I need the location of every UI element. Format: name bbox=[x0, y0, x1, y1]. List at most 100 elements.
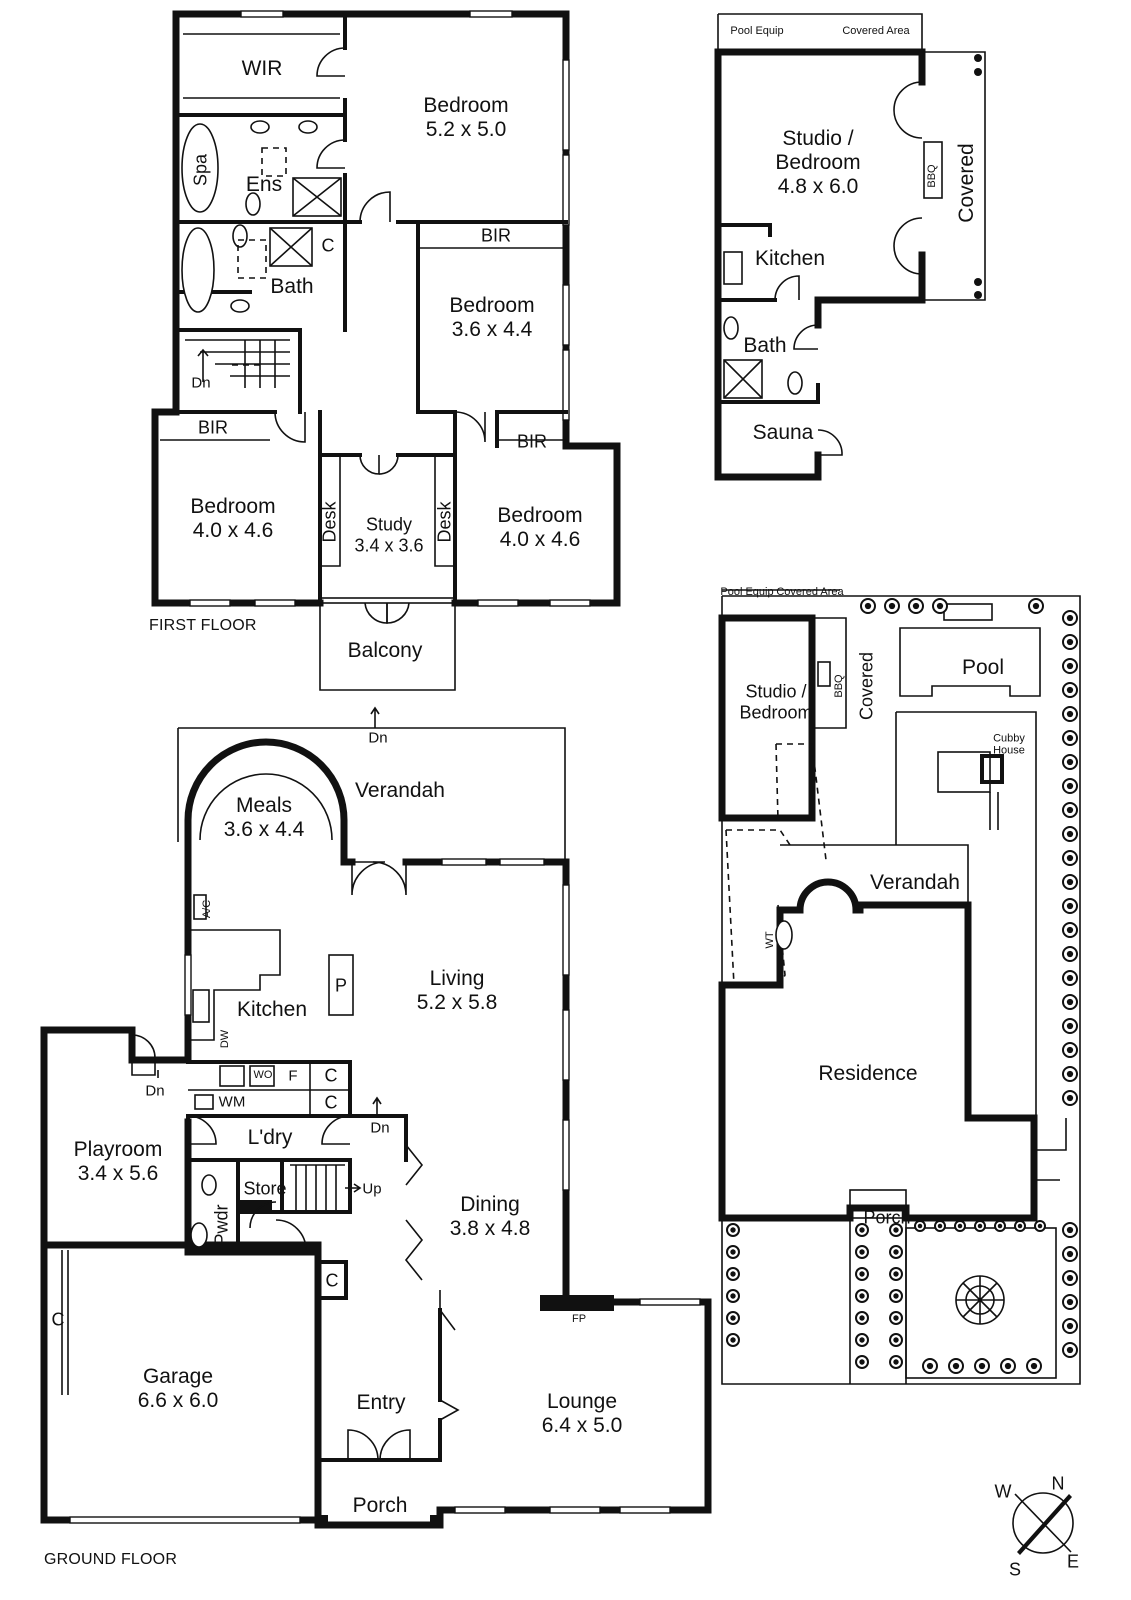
room-wir-label: WIR bbox=[241, 56, 283, 80]
hedge-tree-center bbox=[926, 1362, 934, 1370]
fireplace-label: FP bbox=[571, 1313, 587, 1326]
room-sauna-label: Sauna bbox=[752, 420, 814, 444]
hedge-tree-center bbox=[1066, 998, 1074, 1006]
room-porch-label: Porch bbox=[352, 1493, 408, 1517]
room-name: Bedroom bbox=[449, 293, 535, 317]
hedge-tree-center bbox=[864, 602, 872, 610]
toilet-icon bbox=[190, 1222, 208, 1248]
room-size: 6.6 x 6.0 bbox=[137, 1389, 219, 1412]
hedge-tree-center bbox=[1066, 1298, 1074, 1306]
bbq-icon bbox=[817, 661, 831, 687]
room-size: 3.6 x 4.4 bbox=[223, 818, 305, 841]
room-name: Studio / bbox=[745, 681, 807, 702]
window bbox=[240, 10, 284, 18]
hedge-tree-center bbox=[1066, 614, 1074, 622]
room-name: Bedroom bbox=[497, 503, 583, 527]
hedge-tree-center bbox=[859, 1271, 865, 1277]
hedge-tree-center bbox=[977, 1223, 983, 1229]
hedge-tree-center bbox=[859, 1227, 865, 1233]
hedge-tree-center bbox=[893, 1315, 899, 1321]
hedge-tree-center bbox=[1030, 1362, 1038, 1370]
covered-area-label: Covered Area bbox=[842, 25, 910, 38]
room-size: 4.8 x 6.0 bbox=[777, 175, 859, 199]
basin-icon bbox=[230, 299, 250, 313]
dishwasher-label: DW bbox=[219, 1029, 232, 1049]
room-name: Playroom bbox=[73, 1137, 163, 1161]
stairs-down-label: Dn bbox=[145, 1082, 165, 1100]
hedge-tree-center bbox=[1066, 758, 1074, 766]
ground-floor-caption: GROUND FLOOR bbox=[44, 1551, 178, 1568]
room-size: 3.6 x 4.4 bbox=[451, 318, 533, 341]
hedge-tree-center bbox=[1066, 1226, 1074, 1234]
room-powder-label: Pwdr bbox=[211, 1204, 232, 1246]
hedge-tree-center bbox=[936, 602, 944, 610]
hedge-tree-center bbox=[859, 1359, 865, 1365]
bir-label: BIR bbox=[197, 417, 229, 438]
room-size: 4.0 x 4.6 bbox=[192, 519, 274, 542]
hedge-tree-center bbox=[1066, 1046, 1074, 1054]
room-name: Garage bbox=[142, 1364, 214, 1388]
hedge-tree-center bbox=[859, 1249, 865, 1255]
closet-label: C bbox=[324, 1065, 338, 1086]
site-plan bbox=[718, 589, 1081, 1385]
hedge-tree-center bbox=[893, 1337, 899, 1343]
spa-icon bbox=[181, 123, 219, 213]
room-bedroom-4-label: Bedroom 4.0 x 4.6 bbox=[497, 504, 582, 552]
room-dining-label: Dining 3.8 x 4.8 bbox=[450, 1193, 531, 1241]
hedge-tree-center bbox=[952, 1362, 960, 1370]
pool-equip-label: Pool Equip bbox=[730, 25, 784, 38]
site-verandah-label: Verandah bbox=[870, 870, 960, 894]
hedge-trees bbox=[726, 598, 1078, 1374]
ground-floor-plan bbox=[40, 706, 712, 1529]
hedge-tree-center bbox=[1066, 1274, 1074, 1282]
room-meals-label: Meals 3.6 x 4.4 bbox=[224, 794, 305, 842]
hedge-tree-center bbox=[1037, 1223, 1043, 1229]
stairs-down-label: Dn bbox=[191, 374, 211, 392]
room-study-label: Study 3.4 x 3.6 bbox=[354, 514, 423, 555]
hedge-tree-center bbox=[730, 1293, 736, 1299]
bir-label: BIR bbox=[516, 431, 548, 452]
hedge-tree-center bbox=[859, 1293, 865, 1299]
residence-label: Residence bbox=[818, 1061, 918, 1085]
oven-icon bbox=[249, 1065, 275, 1087]
room-studio-label: Studio / Bedroom 4.8 x 6.0 bbox=[775, 127, 860, 199]
hedge-tree-center bbox=[730, 1337, 736, 1343]
pantry-label: P bbox=[334, 975, 348, 996]
sink-icon bbox=[192, 989, 210, 1023]
room-name: Study bbox=[365, 514, 413, 535]
bir-label: BIR bbox=[480, 225, 512, 246]
room-balcony-label: Balcony bbox=[347, 638, 423, 662]
water-tank-label: WT bbox=[764, 931, 777, 949]
room-bedroom-3-label: Bedroom 4.0 x 4.6 bbox=[190, 495, 275, 543]
hedge-tree-center bbox=[1066, 710, 1074, 718]
hedge-tree-center bbox=[1066, 1022, 1074, 1030]
site-porch-label: Porch bbox=[863, 1207, 911, 1228]
room-garage-label: Garage 6.6 x 6.0 bbox=[138, 1365, 219, 1413]
cubby-house-label: Cubby House bbox=[993, 732, 1025, 756]
sink-icon bbox=[723, 251, 743, 285]
ac-label: A/C bbox=[201, 899, 214, 919]
room-size: 3.4 x 5.6 bbox=[77, 1162, 159, 1185]
room-size: 3.8 x 4.8 bbox=[449, 1217, 531, 1240]
hedge-tree-center bbox=[893, 1293, 899, 1299]
bbq-label: BBQ bbox=[926, 164, 939, 188]
hedge-tree-center bbox=[1066, 1250, 1074, 1258]
verandah-label: Verandah bbox=[355, 778, 445, 802]
hedge-tree-center bbox=[1066, 806, 1074, 814]
room-size: 3.4 x 3.6 bbox=[354, 535, 424, 555]
basin-icon bbox=[201, 1174, 217, 1196]
room-size: 5.2 x 5.0 bbox=[425, 118, 507, 141]
compass-icon bbox=[1012, 1492, 1074, 1555]
bathtub-icon bbox=[181, 227, 215, 313]
hedge-tree-center bbox=[1066, 1070, 1074, 1078]
hedge-tree-center bbox=[888, 602, 896, 610]
room-name: Bedroom bbox=[423, 93, 509, 117]
hedge-tree-center bbox=[997, 1223, 1003, 1229]
hedge-tree-center bbox=[730, 1227, 736, 1233]
hedge-tree-center bbox=[1066, 686, 1074, 694]
hedge-tree-center bbox=[912, 602, 920, 610]
hedge-tree-center bbox=[1066, 926, 1074, 934]
room-name: Bedroom bbox=[775, 150, 861, 174]
window bbox=[549, 599, 591, 607]
room-size: 4.0 x 4.6 bbox=[499, 528, 581, 551]
